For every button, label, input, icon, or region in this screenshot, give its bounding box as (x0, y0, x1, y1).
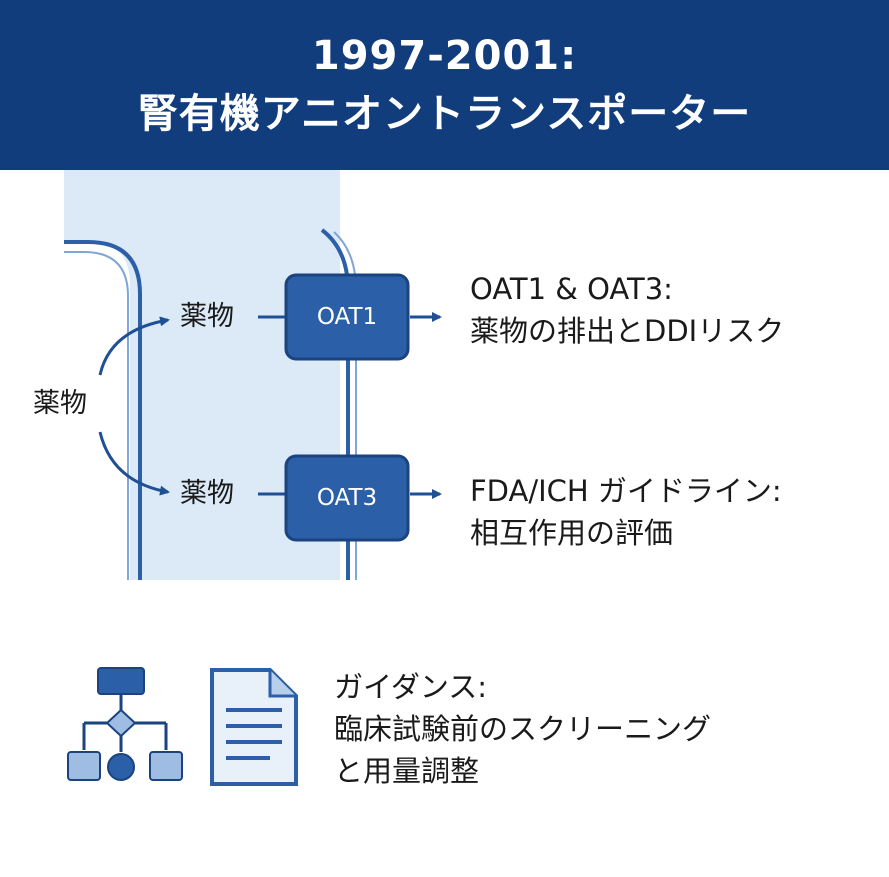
flowchart-icon (67, 667, 183, 781)
note-bottom: ガイダンス: 臨床試験前のスクリーニング と用量調整 (334, 666, 711, 792)
drug-main-label: 薬物 (33, 388, 87, 419)
note-top-line2: 薬物の排出とDDIリスク (470, 314, 785, 348)
note-bottom-line1: ガイダンス: (334, 670, 488, 704)
note-middle: FDA/ICH ガイドライン: 相互作用の評価 (470, 470, 782, 554)
diagram-graphics (64, 170, 442, 786)
note-middle-line2: 相互作用の評価 (470, 516, 674, 550)
drug-bottom-label: 薬物 (180, 478, 234, 509)
tubule-wall-left-inner (64, 251, 129, 580)
arrow-to-drug-top (98, 316, 170, 376)
tubule-lumen (64, 170, 340, 580)
note-middle-line1: FDA/ICH ガイドライン: (470, 474, 782, 508)
tubule-wall-left (64, 240, 142, 580)
note-bottom-line2: 臨床試験前のスクリーニング (334, 712, 712, 746)
page-title-line1: 1997-2001: (311, 33, 578, 79)
arrow-to-drug-bottom (98, 431, 170, 496)
header-banner: 1997-2001: 腎有機アニオントランスポーター (0, 0, 889, 170)
note-bottom-line3: と用量調整 (334, 754, 480, 788)
oat1-label: OAT1 (316, 304, 378, 330)
oat3-box (284, 454, 410, 542)
document-icon (210, 668, 298, 786)
note-top-line1: OAT1 & OAT3: (470, 272, 673, 306)
oat3-label: OAT3 (316, 485, 378, 511)
oat1-box (284, 273, 410, 361)
note-top: OAT1 & OAT3: 薬物の排出とDDIリスク (470, 268, 784, 352)
page-title-line2: 腎有機アニオントランスポーター (137, 91, 752, 137)
transporter-diagram: 薬物 薬物 薬物 OAT1 OAT3 OAT1 & OAT3: 薬物の排出とDD… (0, 170, 889, 877)
drug-top-label: 薬物 (180, 301, 234, 332)
